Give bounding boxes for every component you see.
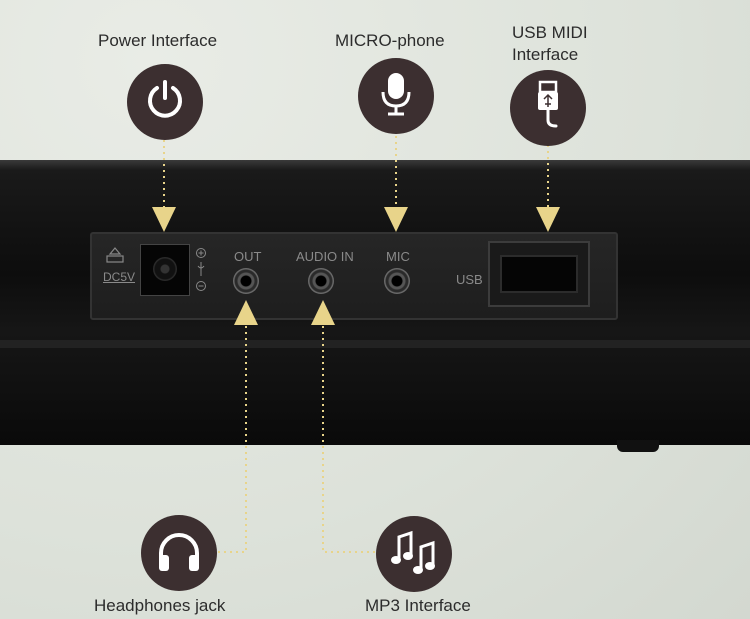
microphone-icon <box>376 70 416 123</box>
headphones-icon <box>155 529 203 578</box>
power-callout-circle <box>127 64 203 140</box>
device-lip <box>0 340 750 348</box>
usb-callout-circle <box>510 70 586 146</box>
device-top-edge <box>0 160 750 170</box>
music-notes-icon <box>389 529 439 580</box>
out-label: OUT <box>234 249 262 264</box>
usb-slot <box>500 255 578 293</box>
dc-label: DC5V <box>103 270 136 284</box>
usb-cable-icon <box>528 80 568 137</box>
power-interface-label: Power Interface <box>98 31 218 50</box>
headphone-out-jack <box>233 268 259 294</box>
audio-in-label: AUDIO IN <box>296 249 354 264</box>
arrow-down-mic <box>384 207 408 232</box>
usb-midi-label-line2: Interface <box>512 45 579 64</box>
audio-in-jack <box>308 268 334 294</box>
headphones-jack-label: Headphones jack <box>94 596 226 615</box>
dc-power-symbol-icon <box>104 246 126 266</box>
device-foot <box>617 440 659 452</box>
dc-power-jack <box>140 244 190 296</box>
mic-jack <box>384 268 410 294</box>
microphone-callout-circle <box>358 58 434 134</box>
arrow-up-out <box>234 300 258 325</box>
arrow-down-power <box>152 207 176 232</box>
microphone-label: MICRO-phone <box>335 31 445 50</box>
mic-label: MIC <box>386 249 410 264</box>
usb-midi-label-line1: USB MIDI <box>512 23 588 42</box>
mp3-interface-label: MP3 Interface <box>365 596 471 615</box>
headphones-callout-circle <box>141 515 217 591</box>
polarity-icon <box>194 246 208 296</box>
arrow-up-audio-in <box>311 300 335 325</box>
arrow-down-usb <box>536 207 560 232</box>
mp3-callout-circle <box>376 516 452 592</box>
power-icon <box>143 78 187 127</box>
usb-label: USB <box>456 272 483 287</box>
usb-port <box>488 241 590 307</box>
